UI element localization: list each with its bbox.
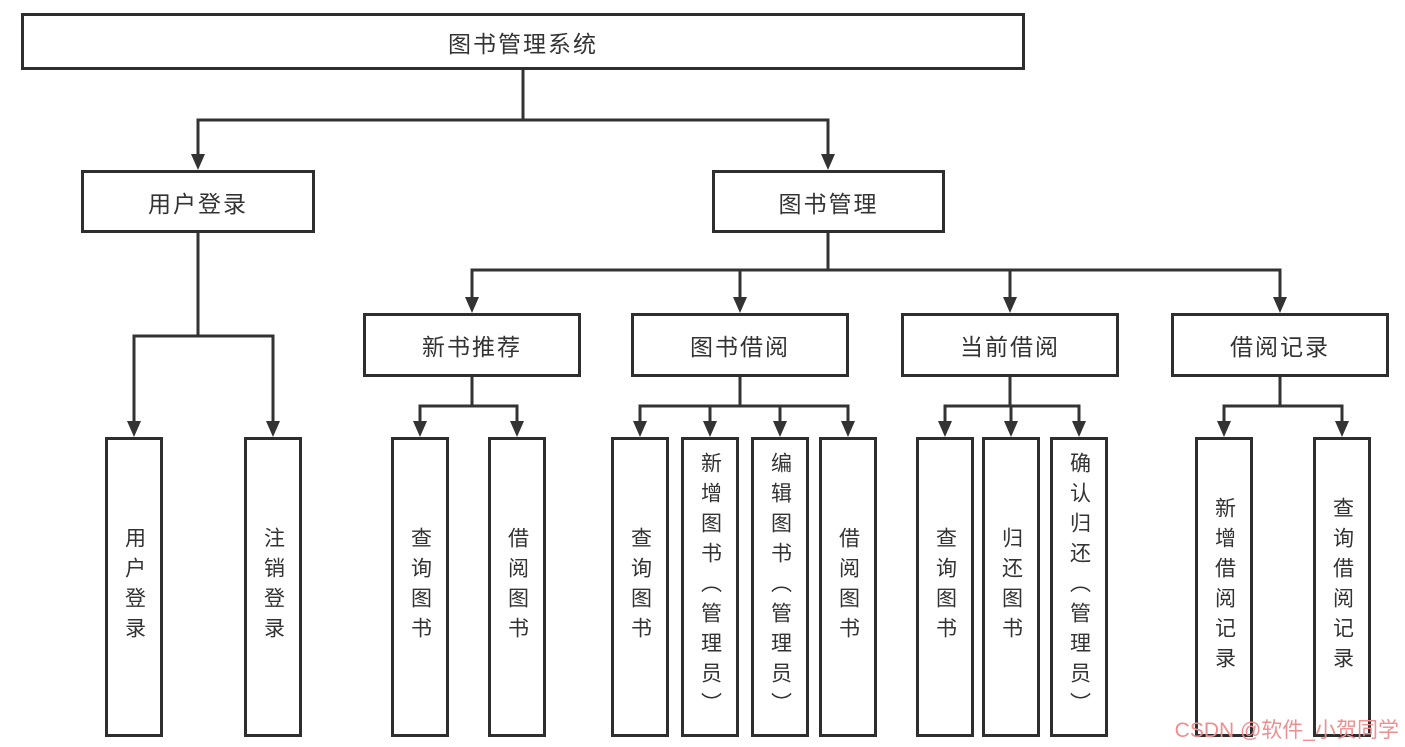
edge-current-borrow-to-leaves: [938, 377, 1086, 437]
node-user-login: 用户登录: [81, 170, 315, 233]
edge-borrow-records-to-leaves: [1217, 377, 1349, 437]
leaf-confirm-return-admin-label: 确认归还（管理员）: [1067, 452, 1091, 722]
leaf-query-borrow-record-label: 查询借阅记录: [1330, 497, 1354, 677]
edge-new-book-to-leaves: [413, 377, 524, 437]
leaf-return-books: 归还图书: [982, 437, 1040, 737]
csdn-watermark: CSDN @软件_小贺同学: [1174, 719, 1399, 742]
leaf-query-books-3: 查询图书: [916, 437, 974, 737]
leaf-add-books-admin: 新增图书（管理员）: [681, 437, 739, 737]
node-current-borrow-label: 当前借阅: [960, 334, 1060, 360]
node-user-login-label: 用户登录: [148, 190, 248, 217]
leaf-add-borrow-record: 新增借阅记录: [1195, 437, 1253, 737]
node-new-book-recommend: 新书推荐: [363, 313, 581, 377]
node-book-borrow: 图书借阅: [631, 313, 849, 377]
leaf-return-books-label: 归还图书: [999, 527, 1023, 647]
node-current-borrow: 当前借阅: [901, 313, 1119, 377]
leaf-query-borrow-record: 查询借阅记录: [1313, 437, 1371, 737]
leaf-add-borrow-record-label: 新增借阅记录: [1212, 497, 1236, 677]
leaf-query-books-2-label: 查询图书: [628, 527, 652, 647]
node-borrow-records-label: 借阅记录: [1230, 334, 1330, 360]
node-library-system-label: 图书管理系统: [448, 30, 598, 57]
node-new-book-recommend-label: 新书推荐: [422, 334, 522, 360]
edge-book-borrow-to-leaves: [633, 377, 855, 437]
leaf-query-books-1: 查询图书: [391, 437, 449, 737]
leaf-edit-books-admin: 编辑图书（管理员）: [751, 437, 809, 737]
node-borrow-records: 借阅记录: [1171, 313, 1389, 377]
leaf-borrow-books-2-label: 借阅图书: [836, 527, 860, 647]
edge-book-management-to-level3: [465, 233, 1287, 313]
leaf-confirm-return-admin: 确认归还（管理员）: [1050, 437, 1108, 737]
leaf-user-login-label: 用户登录: [122, 527, 146, 647]
leaf-query-books-3-label: 查询图书: [933, 527, 957, 647]
edge-user-login-to-leaves: [127, 233, 280, 437]
leaf-logout-label: 注销登录: [261, 527, 285, 647]
node-book-management: 图书管理: [712, 170, 945, 233]
leaf-logout: 注销登录: [244, 437, 302, 737]
edge-root-to-level2: [191, 68, 835, 170]
leaf-query-books-1-label: 查询图书: [408, 527, 432, 647]
leaf-borrow-books-1-label: 借阅图书: [505, 527, 529, 647]
leaf-edit-books-admin-label: 编辑图书（管理员）: [768, 452, 792, 722]
node-book-borrow-label: 图书借阅: [690, 334, 790, 360]
leaf-borrow-books-1: 借阅图书: [488, 437, 546, 737]
node-book-management-label: 图书管理: [778, 190, 879, 217]
leaf-user-login: 用户登录: [105, 437, 163, 737]
leaf-query-books-2: 查询图书: [611, 437, 669, 737]
node-library-system: 图书管理系统: [21, 13, 1025, 70]
leaf-borrow-books-2: 借阅图书: [819, 437, 877, 737]
leaf-add-books-admin-label: 新增图书（管理员）: [698, 452, 722, 722]
